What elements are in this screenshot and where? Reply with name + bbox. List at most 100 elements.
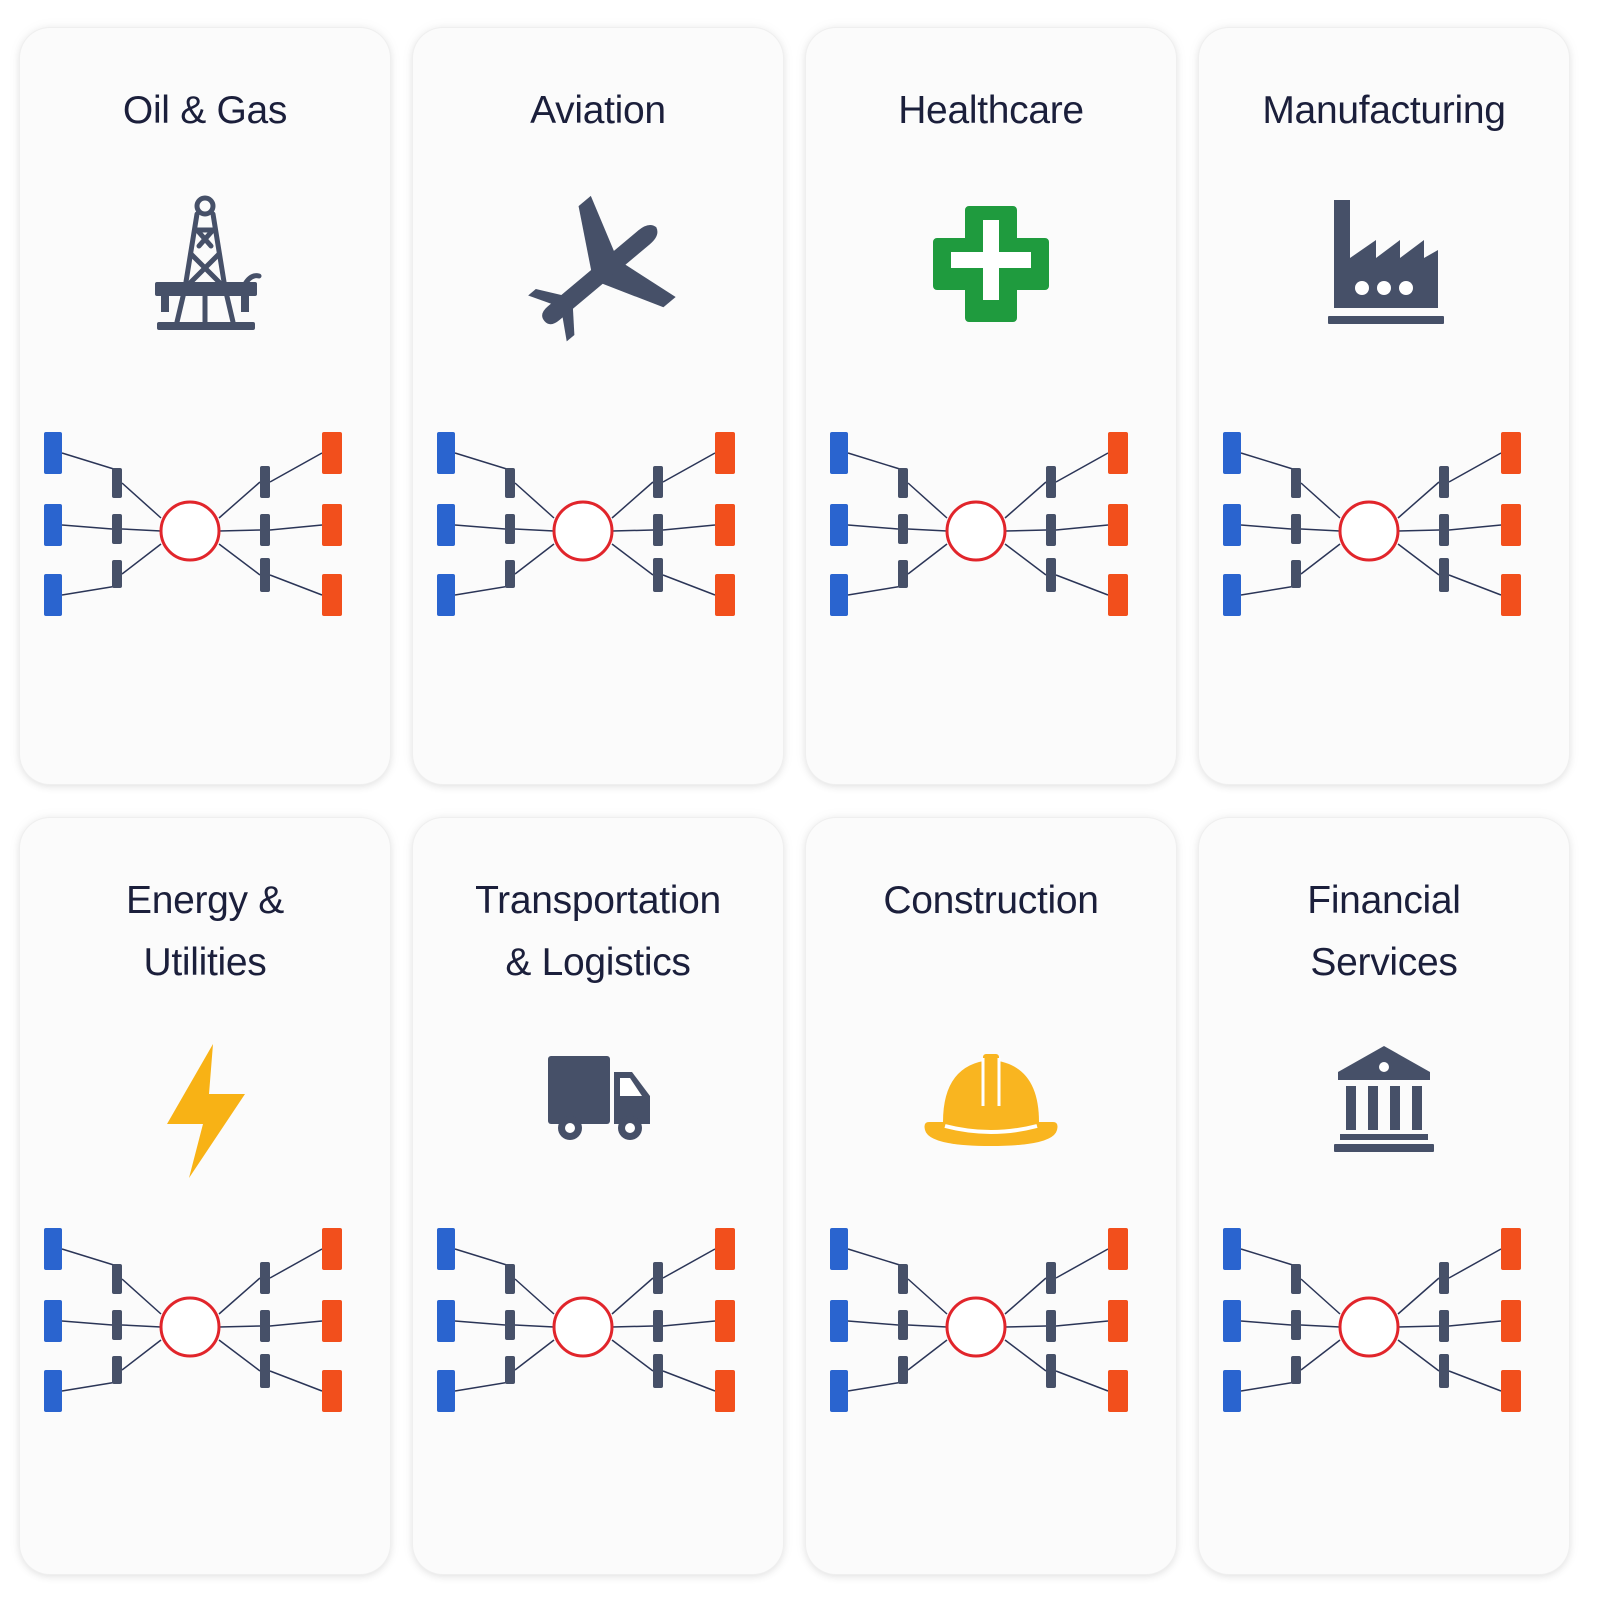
connector-line [1448,574,1502,596]
network-diagram-svg [437,1228,735,1412]
middle-node [1291,1356,1301,1384]
connector-line [1004,543,1047,576]
network-diagram-svg [830,1228,1128,1412]
connector-line [454,585,511,596]
medical-cross-icon [891,188,1091,338]
middle-node [112,1264,122,1294]
middle-node [1439,1310,1449,1342]
output-node [1108,1300,1128,1342]
truck-icon [498,1036,698,1186]
middle-node [653,558,663,592]
connector-line [121,1339,162,1371]
middle-node [1439,514,1449,546]
connector-line [847,524,899,530]
network-diagram-svg [1223,432,1521,616]
middle-node [260,1262,270,1294]
hub-node [159,1296,221,1358]
connector-line [1004,481,1047,519]
connector-line [1055,524,1109,531]
middle-node [653,1310,663,1342]
connector-line [218,529,261,532]
hub-node [945,500,1007,562]
card-aviation: Aviation [413,28,783,784]
middle-node [1439,466,1449,498]
connector-line [1397,529,1440,532]
connector-line [1448,1370,1502,1392]
connector-line [454,1381,511,1392]
output-node [1501,432,1521,474]
output-node [1108,432,1128,474]
input-node [830,504,848,546]
card-title: Oil & Gas [122,89,288,132]
connector-line [1240,452,1297,471]
card-healthcare: Healthcare [806,28,1176,784]
connector-line [514,543,555,575]
output-node [1108,1370,1128,1412]
connector-line [514,1278,555,1315]
network-diagram-svg [830,432,1128,616]
connector-line [847,1248,904,1267]
connector-line [1300,1278,1341,1315]
middle-node [1291,1310,1301,1340]
connector-line [1004,1339,1047,1372]
connector-line [1055,574,1109,596]
connector-line [1397,1277,1440,1315]
connector-line [269,1248,323,1279]
input-node [830,574,848,616]
input-node [830,432,848,474]
hub-node [159,500,221,562]
connector-line [121,1278,162,1315]
connector-line [1055,1370,1109,1392]
card-oil-gas: Oil & Gas [20,28,390,784]
middle-node [505,560,515,588]
input-node [1223,504,1241,546]
network-diagram [40,418,370,618]
connector-line [1240,1248,1297,1267]
connector-line [907,528,948,532]
middle-node [260,1310,270,1342]
connector-line [662,1370,716,1392]
card-title: Construction [883,879,1099,922]
connector-line [1004,529,1047,532]
output-node [322,1370,342,1412]
connector-line [1055,1320,1109,1327]
connector-line [269,1320,323,1327]
output-node [1501,504,1521,546]
middle-node [898,1310,908,1340]
connector-line [1448,524,1502,531]
middle-node [260,558,270,592]
connector-line [847,1320,899,1326]
output-node [1108,1228,1128,1270]
middle-node [898,514,908,544]
output-node [1501,1228,1521,1270]
input-node [1223,1370,1241,1412]
input-node [44,1228,62,1270]
connector-line [218,543,261,576]
connector-line [907,1339,948,1371]
connector-line [269,524,323,531]
middle-node [1046,514,1056,546]
input-node [830,1300,848,1342]
connector-line [662,1320,716,1327]
network-diagram [433,1214,763,1414]
network-diagram [826,1214,1156,1414]
connector-line [218,1339,261,1372]
connector-line [454,524,506,530]
connector-line [218,1325,261,1328]
card-title: Financial Services [1307,879,1461,984]
oil-rig-icon [105,188,305,338]
card-financial-services: Financial Services [1199,818,1569,1574]
input-node [1223,1300,1241,1342]
middle-node [505,1356,515,1384]
input-node [437,432,455,474]
output-node [1108,504,1128,546]
middle-node [1291,560,1301,588]
middle-node [112,468,122,498]
connector-line [218,481,261,519]
connector-line [1004,1325,1047,1328]
middle-node [1046,558,1056,592]
connector-line [1448,1320,1502,1327]
connector-line [662,452,716,483]
middle-node [1291,1264,1301,1294]
middle-node [898,560,908,588]
